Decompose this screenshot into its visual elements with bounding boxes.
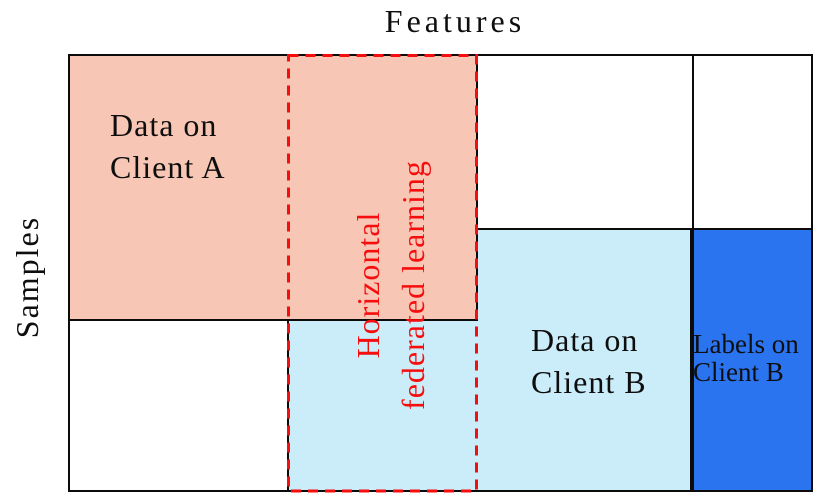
- client-b-labels-label-line2: Client B: [693, 356, 784, 387]
- client-a-data-label-line2: Client A: [110, 149, 226, 185]
- client-b-data-label-line2: Client B: [531, 364, 647, 400]
- hfl-overlay-label-line1: Horizontal: [350, 211, 386, 359]
- labels-column-divider: [692, 54, 694, 230]
- features-axis-label: Features: [384, 3, 526, 39]
- client-b-labels-label: Labels on Client B: [693, 329, 812, 387]
- client-b-data-label-line1: Data on: [531, 322, 639, 358]
- client-b-labels-region: [692, 228, 813, 492]
- client-a-data-label-line1: Data on: [110, 107, 218, 143]
- hfl-overlay-label-line2: federated learning: [395, 160, 431, 410]
- samples-axis-label: Samples: [9, 215, 45, 339]
- client-a-data-label: Data on Client A: [110, 104, 226, 188]
- client-b-labels-label-line1: Labels on: [693, 329, 799, 359]
- client-b-data-label: Data on Client B: [531, 319, 647, 403]
- hfl-overlay-label: Horizontal federated learning: [346, 135, 436, 435]
